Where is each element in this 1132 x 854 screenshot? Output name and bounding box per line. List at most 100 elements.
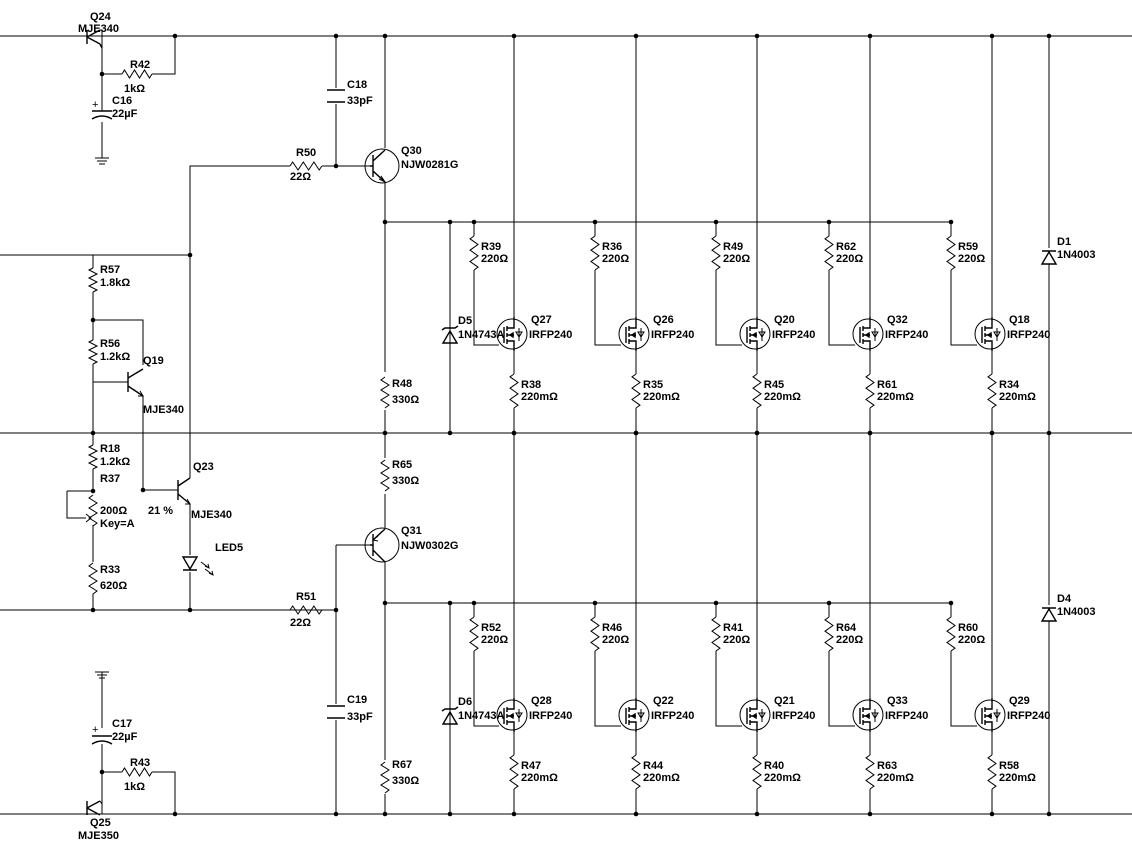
c16-value: 22µF [112,108,138,120]
upper-fet-value-5: IRFP240 [1007,329,1050,341]
lower-gate-ref-5: R60 [958,622,978,634]
c19-ref: C19 [347,694,367,706]
lower-source-resistor-5 [987,754,997,790]
c18-value: 33pF [347,95,373,107]
r42-resistor [121,69,153,79]
upper-gate-ref-3: R49 [723,241,743,253]
lower-gate-resistor-3 [711,616,721,652]
wiring [0,35,1132,815]
q25-value: MJE350 [78,830,119,842]
r18-resistor [87,444,99,470]
upper-fet-value-4: IRFP240 [885,329,928,341]
lower-mosfet-1 [496,698,528,732]
c16-ref: C16 [112,95,132,107]
upper-gate-value-2: 220Ω [602,253,629,265]
lower-source-value-5: 220mΩ [999,772,1036,784]
upper-fet-value-1: IRFP240 [529,329,572,341]
upper-gate-ref-2: R36 [602,241,622,253]
r48-value: 330Ω [392,394,419,406]
r37-value: 200Ω [100,505,127,517]
r67-resistor [380,761,390,794]
r48-resistor [380,376,390,409]
r37-ref: R37 [100,473,120,485]
d5-value: 1N4743A [458,329,505,341]
r67-ref: R67 [392,759,412,771]
d5-ref: D5 [458,315,472,327]
upper-gate-value-1: 220Ω [481,253,508,265]
upper-source-resistor-2 [631,373,641,409]
upper-gate-value-4: 220Ω [836,253,863,265]
r57-ref: R57 [100,264,120,276]
c19-value: 33pF [347,711,373,723]
d6-ref: D6 [458,696,472,708]
r51-value: 22Ω [290,617,311,629]
lower-gate-ref-1: R52 [481,622,501,634]
led5-diode [181,556,214,576]
svg-text:+: + [92,724,98,736]
upper-source-resistor-4 [865,373,875,409]
junction-dots [90,33,1052,817]
upper-source-resistor-5 [987,373,997,409]
q25-ref: Q25 [90,817,111,829]
lower-source-ref-3: R40 [764,760,784,772]
upper-source-ref-3: R45 [764,379,784,391]
lower-gate-value-4: 220Ω [836,634,863,646]
lower-source-ref-5: R58 [999,760,1019,772]
upper-source-ref-5: R34 [999,379,1020,391]
lower-source-value-4: 220mΩ [877,772,914,784]
lower-gate-resistor-5 [946,616,956,652]
lower-fet-value-5: IRFP240 [1007,710,1050,722]
lower-gate-value-1: 220Ω [481,634,508,646]
upper-mosfet-3 [739,317,771,351]
lower-gate-resistor-2 [590,616,600,652]
d1-value: 1N4003 [1057,249,1096,261]
upper-fet-ref-4: Q32 [887,314,908,326]
r18-ref: R18 [100,443,120,455]
r57-value: 1.8kΩ [100,277,130,289]
upper-source-resistor-1 [509,373,519,409]
lower-mosfet-3 [739,698,771,732]
component-labels: Q24 MJE340 R42 1kΩ C16 22µF C18 33pF R50… [78,11,1096,842]
lower-source-ref-2: R44 [643,760,664,772]
lower-source-resistor-4 [865,754,875,790]
lower-mosfet-5 [974,698,1006,732]
c19-capacitor [327,705,345,719]
lower-fet-value-2: IRFP240 [651,710,694,722]
r51-ref: R51 [296,591,316,603]
lower-mosfet-4 [852,698,884,732]
upper-source-value-2: 220mΩ [643,391,680,403]
r43-resistor [121,767,153,777]
q24-transistor [86,29,103,49]
r37-key: Key=A [100,518,135,530]
upper-source-resistor-3 [752,373,762,409]
q30-transistor [364,148,400,184]
lower-source-resistor-2 [631,754,641,790]
r51-resistor [289,605,323,615]
lower-fet-ref-5: Q29 [1009,695,1030,707]
q30-ref: Q30 [401,145,422,157]
upper-gate-resistor-3 [711,235,721,271]
r65-resistor [380,459,390,492]
c17-ref: C17 [112,718,132,730]
lower-source-value-2: 220mΩ [643,772,680,784]
lower-fet-value-3: IRFP240 [772,710,815,722]
upper-gate-ref-1: R39 [481,241,501,253]
lower-source-ref-4: R63 [877,760,897,772]
d1-diode [1040,250,1058,265]
lower-gate-value-2: 220Ω [602,634,629,646]
d4-value: 1N4003 [1057,606,1096,618]
upper-gate-resistor-1 [469,235,479,271]
lower-source-ref-1: R47 [521,760,541,772]
q31-transistor [364,527,400,563]
lower-fet-value-1: IRFP240 [529,710,572,722]
r57-resistor [87,267,99,293]
r50-resistor [289,161,323,171]
lower-gate-ref-2: R46 [602,622,622,634]
r65-value: 330Ω [392,475,419,487]
r56-value: 1.2kΩ [100,351,130,363]
